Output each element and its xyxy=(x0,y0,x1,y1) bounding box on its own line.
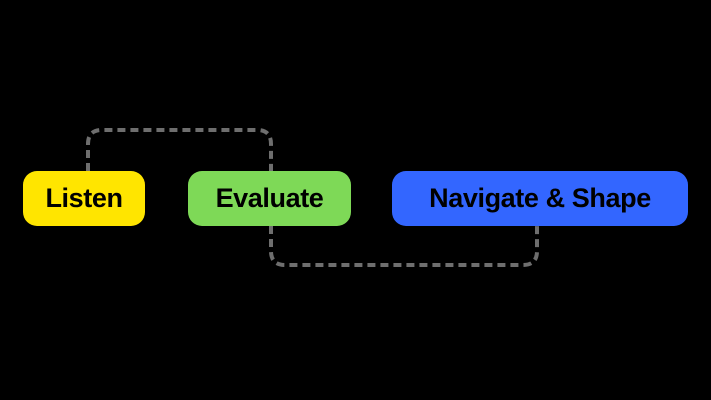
connector-listen-to-evaluate xyxy=(86,128,273,171)
node-listen-label: Listen xyxy=(45,183,123,213)
node-listen[interactable]: Listen xyxy=(23,171,145,226)
node-evaluate-label: Evaluate xyxy=(215,183,324,213)
node-evaluate[interactable]: Evaluate xyxy=(188,171,351,226)
node-navigate-shape[interactable]: Navigate & Shape xyxy=(392,171,688,226)
connector-evaluate-to-navigate xyxy=(269,226,539,267)
node-navigate-shape-label: Navigate & Shape xyxy=(429,183,651,213)
